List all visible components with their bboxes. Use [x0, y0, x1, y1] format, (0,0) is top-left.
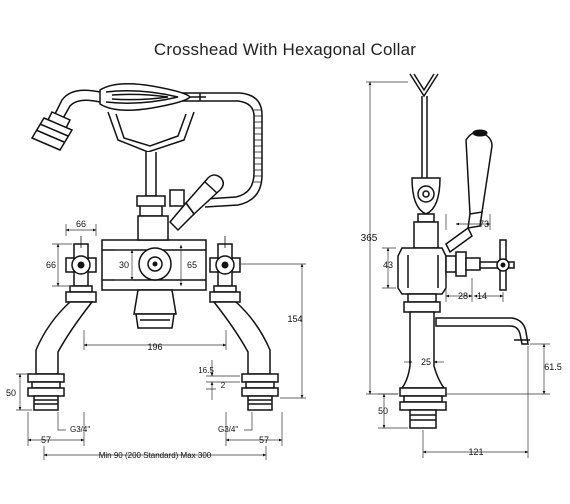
shower-arm: [53, 89, 101, 121]
dim-121: 121: [422, 346, 529, 458]
dim-25: 25: [404, 357, 444, 367]
dim-365: 365: [361, 81, 408, 395]
dim-65-label: 65: [187, 260, 197, 270]
dim-50-front: 50: [6, 373, 32, 411]
side-valve-body: [397, 247, 447, 295]
thread-right-label: G3/4": [218, 425, 238, 434]
dim-57-right-label: 57: [259, 435, 269, 445]
dim-centres-label: Min 90 (200 Standard) Max 300: [99, 451, 212, 460]
side-fittings: [399, 387, 447, 429]
bath-spout: [133, 289, 177, 315]
dim-28-label: 28: [458, 291, 468, 301]
dim-16-5: 16.5 2: [198, 360, 240, 400]
dim-50-front-label: 50: [6, 388, 16, 398]
dim-121-label: 121: [468, 447, 483, 457]
left-leg: [27, 301, 94, 411]
dim-196: 196: [83, 330, 227, 352]
dim-43-label: 43: [383, 260, 393, 270]
dim-30: 30: [115, 249, 134, 281]
dim-61-5: 61.5: [446, 343, 562, 395]
side-spout: [435, 317, 529, 345]
dim-365-label: 365: [361, 233, 378, 244]
handset-grip: [99, 83, 206, 111]
side-crosshead: [445, 239, 515, 291]
side-lever: [445, 129, 493, 254]
dim-154-label: 154: [287, 314, 302, 324]
thread-left-label: G3/4": [70, 425, 90, 434]
right-crosshead: [209, 243, 241, 303]
front-view: 66 66 30 65 196 154: [6, 83, 306, 460]
dim-154: 154: [240, 263, 306, 399]
dim-196-label: 196: [147, 342, 162, 352]
dim-66-height-label: 66: [46, 260, 56, 270]
dim-65: 65: [179, 244, 197, 287]
dim-14-label: 14: [477, 291, 487, 301]
dim-66-height: 66: [46, 243, 72, 287]
shower-cradle: [107, 111, 195, 153]
dim-50-side: 50: [378, 393, 408, 429]
right-leg: [212, 301, 279, 411]
column-collar: [136, 195, 166, 207]
side-upper-body: [413, 221, 439, 249]
thread-callouts: G3/4" G3/4": [57, 412, 253, 434]
dim-28-14: 28 14: [445, 278, 504, 302]
dim-57-left-label: 57: [41, 435, 51, 445]
left-crosshead: [65, 243, 97, 303]
dim-43: 43: [382, 247, 396, 289]
shower-hose: [132, 92, 263, 208]
dim-16-5-label: 16.5: [198, 366, 214, 375]
dim-2-label: 2: [221, 381, 226, 390]
dim-66-width: 66: [65, 219, 97, 236]
dim-61-5-label: 61.5: [544, 362, 562, 372]
shower-head: [30, 111, 74, 151]
cradle-column: [145, 152, 157, 197]
dim-30-label: 30: [119, 260, 129, 270]
dim-66-width-label: 66: [76, 219, 86, 229]
dim-73-label: 73: [479, 219, 489, 229]
drawing-title: Crosshead With Hexagonal Collar: [153, 40, 417, 59]
cradle-hook: [409, 73, 439, 98]
side-collar: [407, 293, 437, 303]
side-cradle: [411, 177, 441, 215]
dim-57: 57 57: [27, 412, 283, 446]
diverter-lever: [168, 174, 224, 232]
dim-centres: Min 90 (200 Standard) Max 300: [43, 446, 267, 460]
dim-25-label: 25: [421, 357, 431, 367]
diverter-box: [169, 189, 185, 207]
dim-73: 73: [445, 214, 491, 230]
side-view: 365 73 43 28 14 25: [361, 73, 562, 458]
dim-50-side-label: 50: [378, 406, 388, 416]
